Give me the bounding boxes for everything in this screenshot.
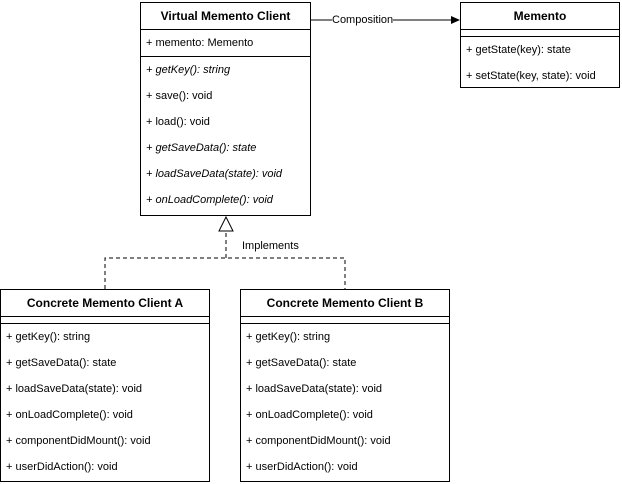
- composition-label: Composition: [332, 14, 394, 27]
- method-row: + userDidAction(): void: [6, 461, 118, 473]
- attributes-separator: [241, 317, 449, 324]
- method-row: + getSaveData(): state: [246, 357, 357, 369]
- method-row: + getSaveData(): state: [6, 357, 117, 369]
- method-row: + onLoadComplete(): void: [246, 409, 373, 421]
- attributes-section: + memento: Memento: [141, 30, 310, 57]
- class-concrete-memento-client-b[interactable]: Concrete Memento Client B + getKey(): str…: [240, 289, 450, 482]
- class-memento[interactable]: Memento + getState(key): state + setState(…: [460, 2, 620, 88]
- method-row: + getState(key): state: [466, 44, 571, 56]
- attributes-separator: [1, 317, 209, 324]
- class-virtual-memento-client[interactable]: Virtual Memento Client + memento: Memento…: [140, 2, 311, 216]
- method-row: + loadSaveData(state): void: [6, 383, 143, 395]
- method-row: + getKey(): string: [246, 331, 331, 343]
- methods-section: + getKey(): string + getSaveData(): state…: [1, 324, 209, 480]
- method-row: + onLoadComplete(): void: [146, 194, 273, 206]
- method-row: + loadSaveData(state): void: [246, 383, 383, 395]
- method-row: + componentDidMount(): void: [6, 435, 151, 447]
- implements-triangle-icon: [218, 215, 234, 232]
- method-row: + setState(key, state): void: [466, 70, 596, 82]
- class-title: Concrete Memento Client A: [1, 290, 209, 317]
- methods-section: + getKey(): string + save(): void + load()…: [141, 57, 310, 213]
- class-title: Concrete Memento Client B: [241, 290, 449, 317]
- attribute-row: + memento: Memento: [146, 37, 254, 49]
- implements-label: Implements: [242, 240, 299, 253]
- class-title: Virtual Memento Client: [141, 3, 310, 30]
- method-row: + load(): void: [146, 116, 210, 128]
- method-row: + save(): void: [146, 90, 213, 102]
- composition-arrowhead: [451, 16, 460, 24]
- class-title: Memento: [461, 3, 619, 30]
- method-row: + getSaveData(): state: [146, 142, 257, 154]
- class-concrete-memento-client-a[interactable]: Concrete Memento Client A + getKey(): str…: [0, 289, 210, 482]
- method-row: + userDidAction(): void: [246, 461, 358, 473]
- methods-section: + getState(key): state + setState(key, st…: [461, 37, 619, 89]
- attributes-separator: [461, 30, 619, 37]
- methods-section: + getKey(): string + getSaveData(): state…: [241, 324, 449, 480]
- method-row: + getKey(): string: [146, 64, 231, 76]
- method-row: + loadSaveData(state): void: [146, 168, 283, 180]
- method-row: + getKey(): string: [6, 331, 91, 343]
- implements-line[interactable]: [104, 257, 346, 289]
- method-row: + componentDidMount(): void: [246, 435, 391, 447]
- method-row: + onLoadComplete(): void: [6, 409, 133, 421]
